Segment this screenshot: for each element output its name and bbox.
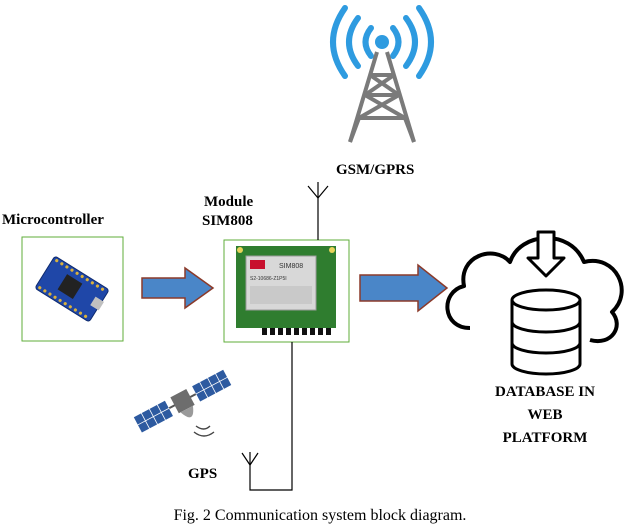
arrow-to-cloud xyxy=(359,263,449,313)
gps-wire xyxy=(249,342,293,491)
cell-tower-icon xyxy=(330,5,434,143)
antenna-icon xyxy=(307,182,329,240)
database-label-line1: DATABASE IN xyxy=(495,384,595,400)
download-arrow-icon xyxy=(526,230,566,278)
chip-serial: S2-10686-Z1P5I xyxy=(250,276,287,282)
database-label-line3: PLATFORM xyxy=(502,430,588,446)
figure-caption: Fig. 2 Communication system block diagra… xyxy=(173,507,467,524)
arrow-to-module xyxy=(141,266,215,310)
microcontroller-board-icon xyxy=(35,256,109,322)
satellite-icon xyxy=(132,368,233,434)
gsm-gprs-label: GSM/GPRS xyxy=(336,162,415,178)
module-label-line2: SIM808 xyxy=(202,213,253,229)
database-label-line2: WEB xyxy=(527,407,563,423)
microcontroller-label: Microcontroller xyxy=(2,212,104,228)
chip-brand: SIM808 xyxy=(279,263,303,270)
antenna-icon xyxy=(241,452,259,466)
gps-label: GPS xyxy=(188,466,218,482)
cloud-database-icon xyxy=(445,230,624,376)
module-label-line1: Module xyxy=(204,194,254,210)
sim808-board-icon: SIM808 S2-10686-Z1P5I xyxy=(236,246,336,335)
